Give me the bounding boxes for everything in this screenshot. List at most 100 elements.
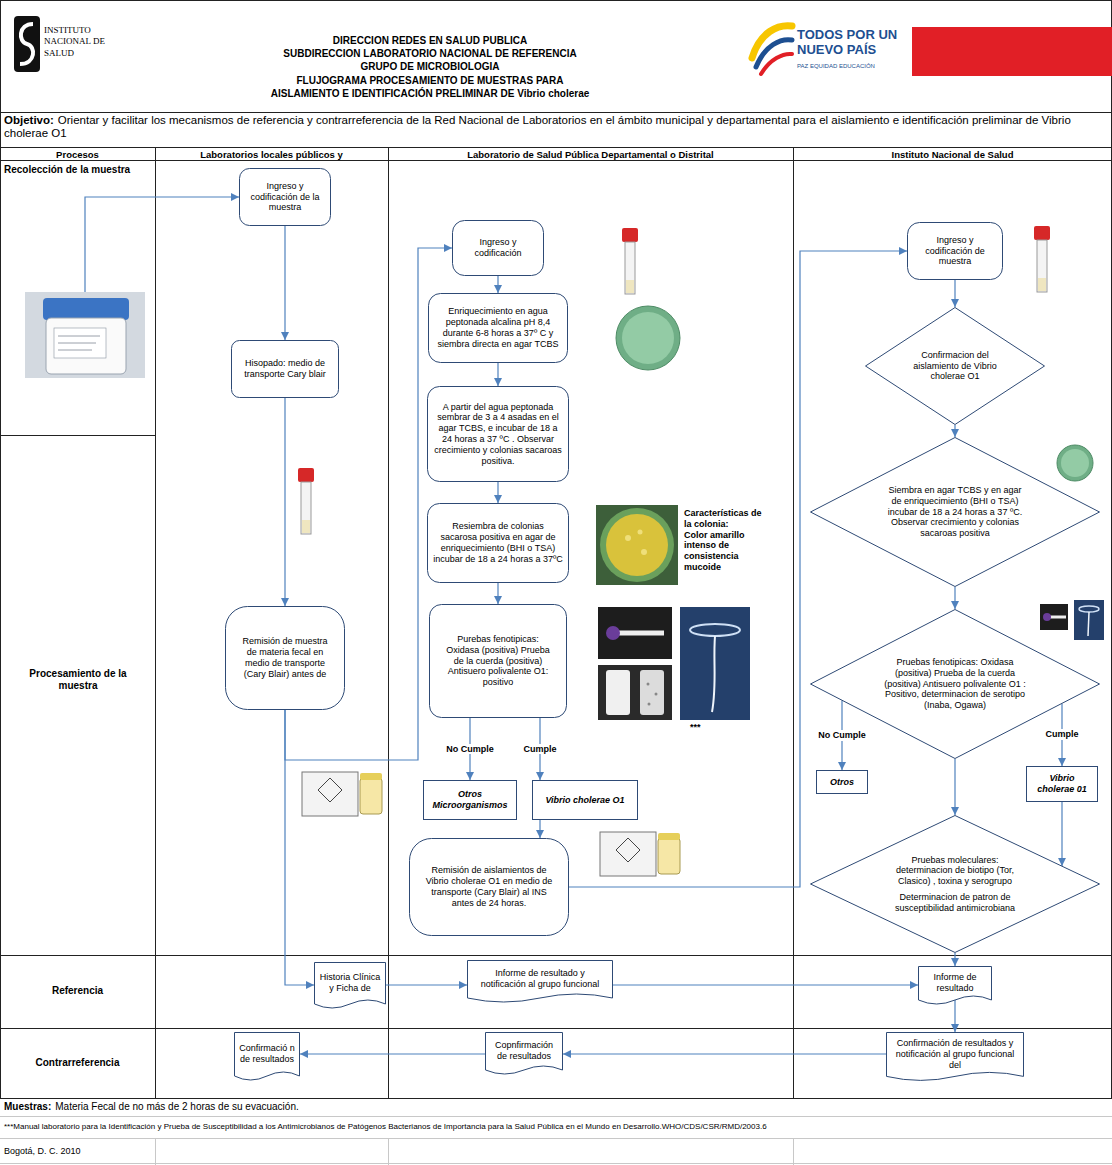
swab-tube [1034,226,1050,292]
tcbs-plate [616,306,680,370]
row-header-block: Procesamiento de la muestra [16,668,140,692]
table-line [0,160,1112,161]
column-header-block: Laboratorios locales públicos y [155,149,388,160]
decision-diamond: Confirmacion del aislamiento de Vibrio c… [865,307,1045,425]
jar-lid [43,298,129,320]
logo-text: INSTITUTO NACIONAL DE SALUD [44,25,105,58]
package-label [616,838,640,862]
sample-jar-photo [25,292,145,378]
node-text: Vibrio cholerae 01 [1031,773,1093,795]
table-line [0,1028,1112,1029]
table-line [0,435,156,436]
place-date-block: Bogotá, D. C. 2010 [4,1146,304,1157]
row-header: Contrarreferencia [36,1057,120,1068]
flow-arrow [285,710,314,985]
tube-medium [302,520,310,533]
tube-cap [1034,226,1050,240]
process-box: Hisopado: medio de transporte Cary blair [231,340,339,398]
flow-arrow [954,425,955,437]
outline [232,341,339,398]
jar-label [58,350,92,351]
sheet-line [388,1139,389,1165]
swab-tip [1043,613,1051,621]
agglutination-photo [598,665,672,720]
flow-arrow [497,482,498,503]
text-block: Confirmació n de resultados [238,1043,296,1065]
node-text: Pruebas moleculares: determinacion de bi… [883,855,1028,887]
colony-dot [641,549,647,555]
footnote-mark: *** [690,722,701,732]
outline [453,221,544,276]
flow-arrow [563,1053,886,1054]
jar-body [46,318,126,374]
sample-arrow [85,197,239,292]
place-date: Bogotá, D. C. 2010 [4,1146,81,1156]
colony-note-block: Características de la colonia:Color amar… [684,508,766,573]
row-header-block: Referencia [0,985,155,997]
text-block: Vibrio cholerae 01 [1031,773,1093,795]
footer-grid [0,1117,1112,1165]
flow-arrow [1061,802,1062,866]
jar-label [58,343,96,344]
node-text: Ingreso y codificación de la muestra [244,181,326,213]
text-block: Purebas fenotipicas: Oxidasa (positiva) … [442,634,554,688]
slogan-text: TODOS POR UN NUEVO PAÍS [797,27,897,57]
outline [919,967,992,1005]
node-text: Hisopado: medio de transporte Cary blair [237,358,333,380]
process-box: A partir del agua peptonada sembrar de 3… [427,386,569,482]
row-header-block: Recolección de la muestra [4,164,154,176]
flow-arrow [539,820,540,838]
text-block: Otros Microorganismos [427,789,513,811]
node-text: Purebas fenotipicas: Oxidasa (positiva) … [442,634,554,688]
swab-tube [298,468,314,534]
edge-label: Cumple [1043,729,1080,740]
outline [424,781,517,820]
node-text: Pruebas fenotipicas: Oxidasa (positiva) … [883,657,1028,711]
logo-mark [20,24,33,64]
objective-text: Orientar y facilitar los mecanismos de r… [4,114,1071,139]
plate-rim [616,306,680,370]
outline [410,839,569,936]
package-label [318,778,342,802]
outline [428,387,569,482]
outline [1027,767,1098,802]
text-block: Copnfirmación de resultados [489,1040,559,1062]
flow-arrow [497,583,498,604]
objective-text: Objetivo: [4,114,54,126]
text-block: Confirmación de resultados y notificació… [891,1038,1019,1070]
logo-swoosh [761,54,792,74]
text-block: Confirmacion del aislamiento de Vibrio c… [910,350,1000,382]
node-text: Resiembra de colonias sacarosa positiva … [433,521,563,564]
red-bar [912,27,1112,76]
document-box: Historia Clínica y Ficha de [314,962,386,1012]
grid-lines [0,1,1112,1099]
node-text: Ingreso y codificación [457,237,539,259]
colony-note: Características de la colonia: [684,508,762,529]
ins-logo [14,16,40,72]
text-block: A partir del agua peptonada sembrar de 3… [433,402,563,467]
node-text: Otros [820,777,864,788]
flow-arrow [954,280,955,307]
row-header: Referencia [52,985,103,996]
outline [817,771,868,794]
package-box [600,832,656,876]
flow-arrow [954,587,955,609]
colony-note: Color amarillo intenso de consistencia m… [684,530,766,573]
flow-arrow [284,226,285,340]
photo-ground [25,292,145,378]
edge-label: No Cumple [444,744,496,755]
node-text: Informe de resultado [922,972,988,994]
tube-medium [626,280,634,293]
package-lid [658,833,680,840]
node-text: Confirmacion del aislamiento de Vibrio c… [910,350,1000,382]
tube-body [1037,240,1047,292]
text-block: Informe de resultado y notificación al g… [473,968,607,990]
process-box: Ingreso y codificación de la muestra [239,168,331,226]
node-text: Informe de resultado y notificación al g… [473,968,607,990]
node-text: Siembra en agar TCBS y en agar de enriqu… [883,485,1028,539]
row-header: Recolección de la muestra [4,164,130,175]
document-box: Copnfirmación de resultados [485,1032,563,1078]
flow-arrow [954,1000,955,1032]
process-box: Ingreso y codificación [452,220,544,276]
